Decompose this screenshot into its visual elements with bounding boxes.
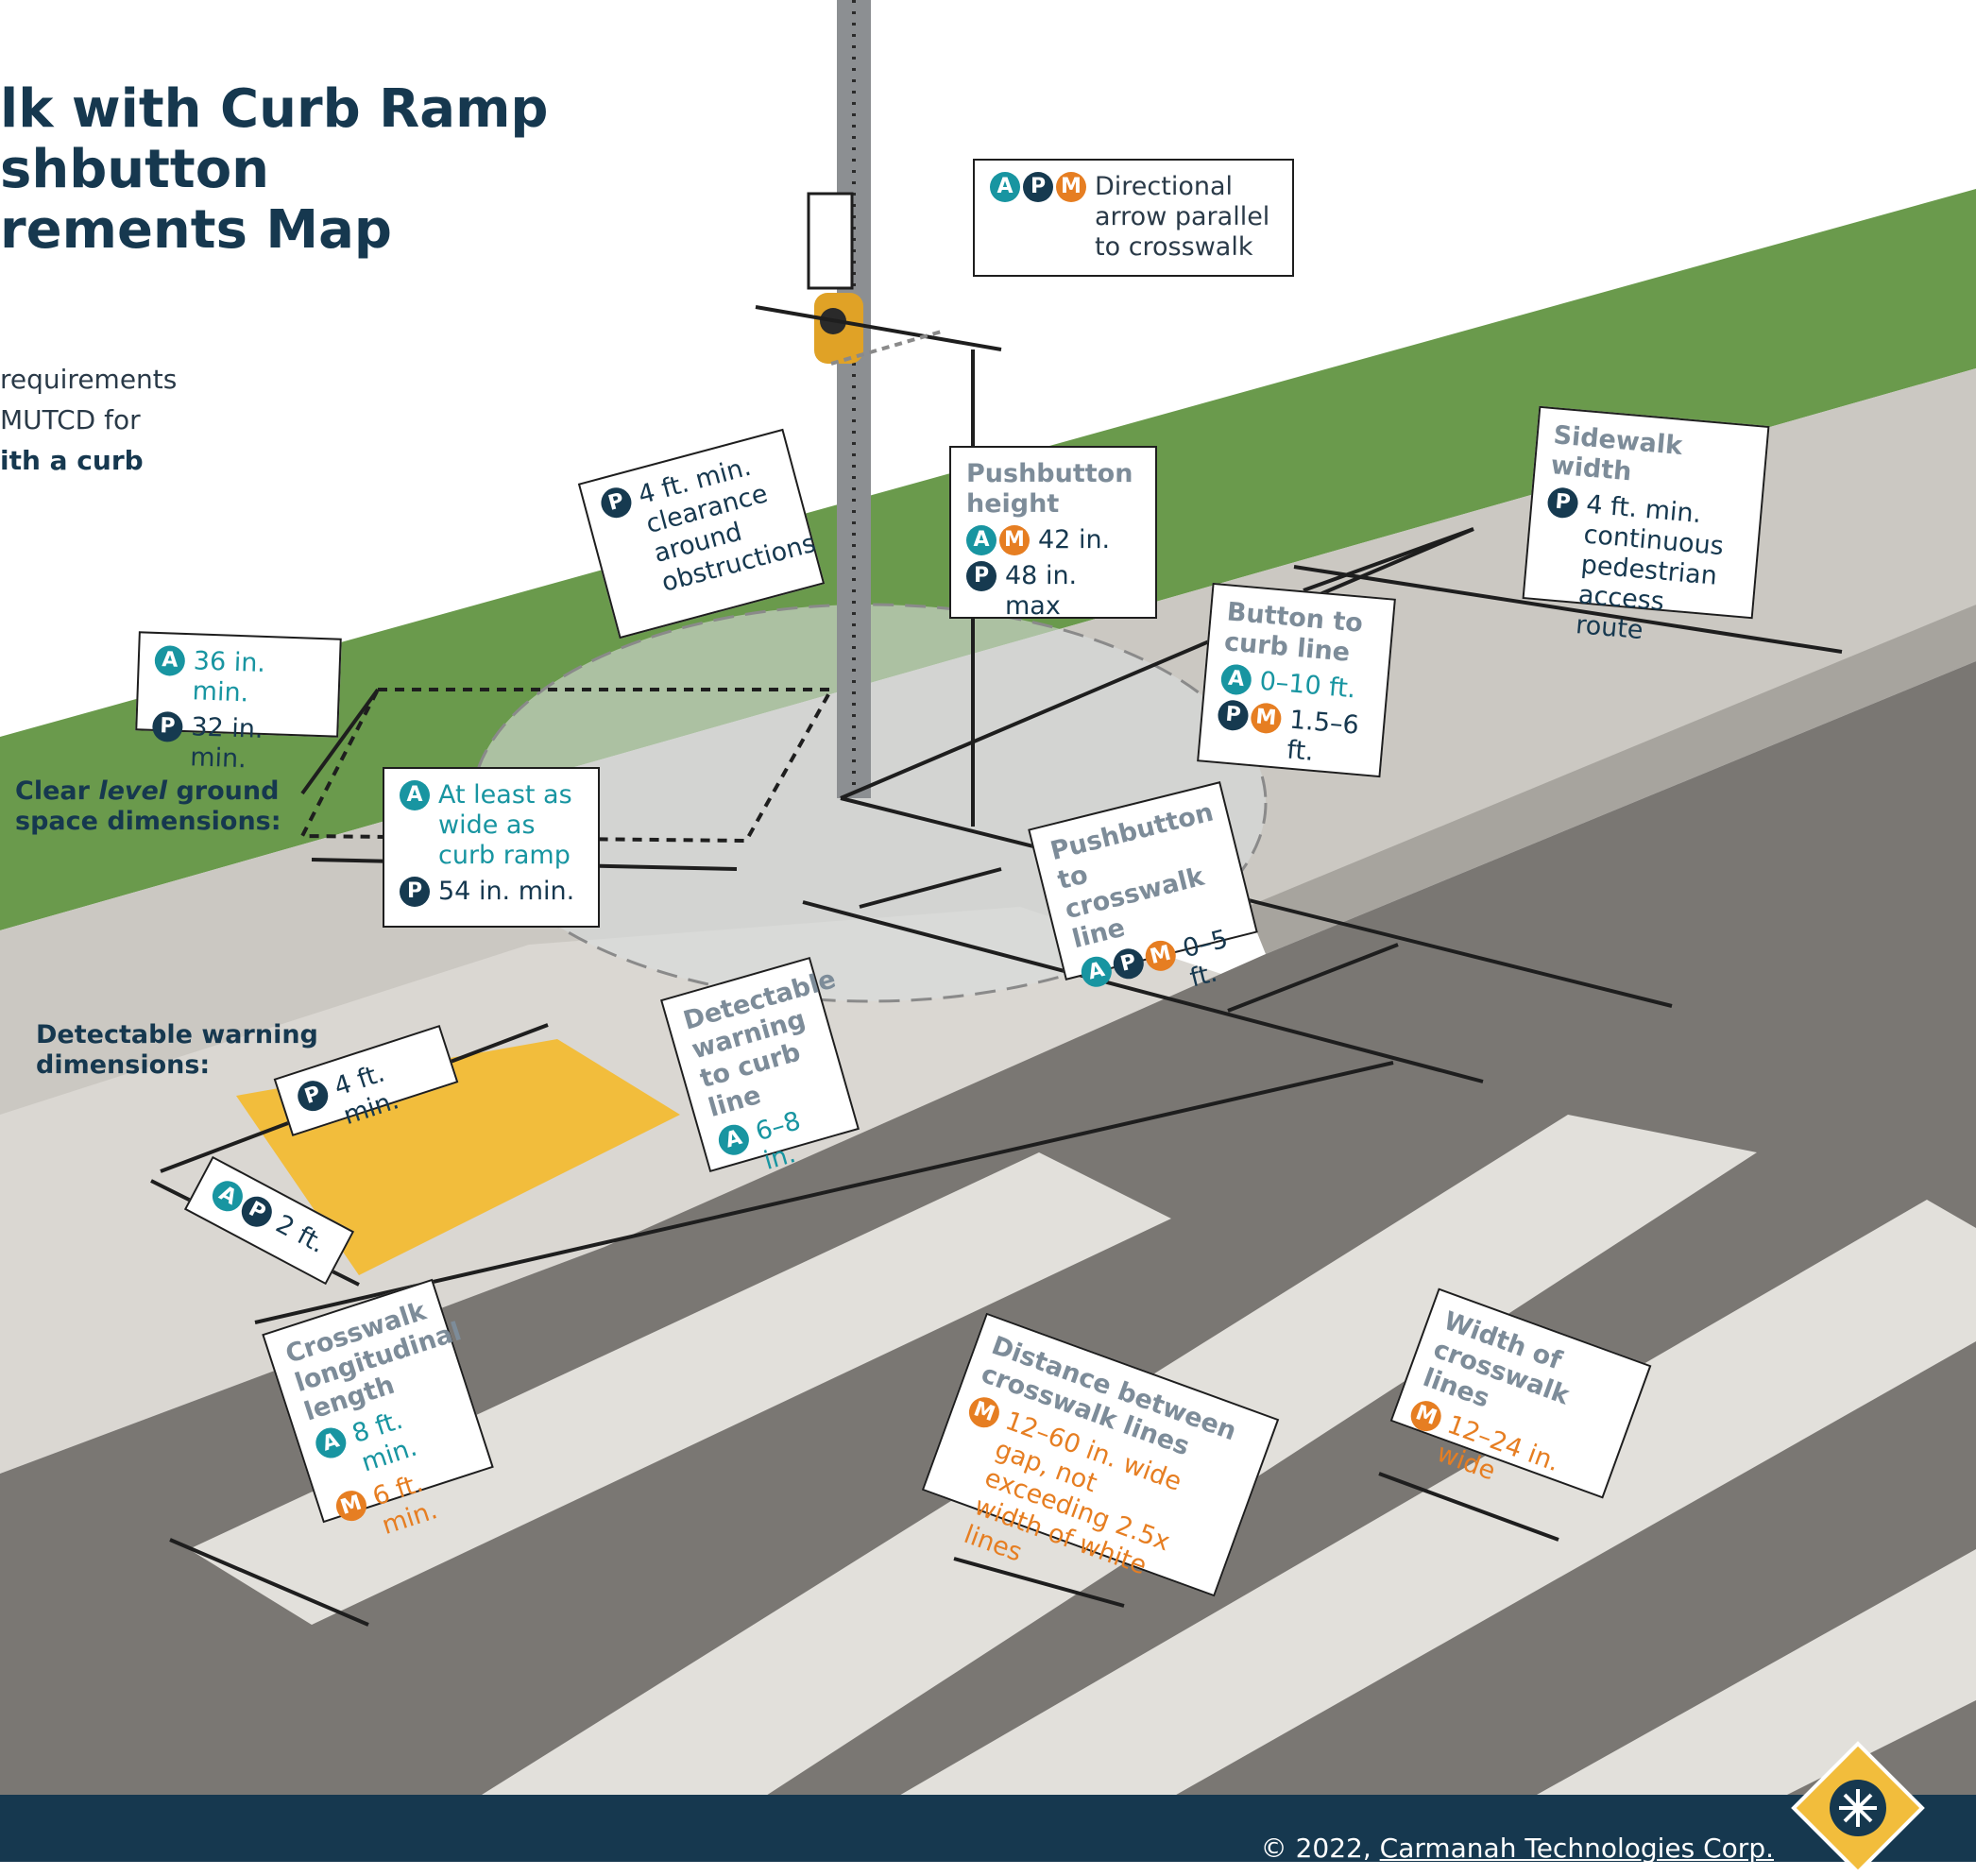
badge-prowag: P [966, 561, 997, 591]
detectable-warning-label: Detectable warning dimensions: [36, 1020, 318, 1081]
dw-depth-ap: 2 ft. [270, 1209, 331, 1260]
badge-mutcd: M [1250, 702, 1283, 735]
crosswalk-stripe [803, 1200, 1976, 1862]
badge-prowag: P [1217, 698, 1250, 732]
company-link[interactable]: Carmanah Technologies Corp. [1379, 1833, 1774, 1864]
clear-ground-text1: Clear [15, 776, 99, 806]
footer-bar [0, 1795, 1976, 1862]
button-curb-a: 0–10 ft. [1258, 666, 1357, 705]
badge-prowag: P [294, 1077, 332, 1116]
intro-line-3: ith a curb [0, 445, 144, 476]
badge-mutcd: M [1406, 1396, 1446, 1436]
ramp-width-p: 54 in. min. [438, 877, 575, 906]
pushbutton-height-am: 42 in. [1038, 525, 1111, 554]
intro-line-2: MUTCD for [0, 404, 141, 435]
badge-ada: A [312, 1424, 350, 1462]
crosswalk-stripe [189, 1152, 1171, 1625]
detectable-label-line1: Detectable warning [36, 1020, 318, 1049]
card-ramp-width: A At least as wide as curb ramp P 54 in. m… [383, 767, 600, 928]
badge-prowag: P [1546, 486, 1579, 520]
button-curb-pm: 1.5–6 ft. [1286, 705, 1361, 767]
page-title: lk with Curb Ramp shbutton rements Map [0, 78, 549, 261]
copyright: © 2022, Carmanah Technologies Corp. [1261, 1833, 1774, 1864]
crosswalk-stripe [1417, 1549, 1976, 1862]
badge-mutcd: M [964, 1392, 1004, 1432]
badge-prowag: P [400, 877, 430, 907]
badge-prowag: P [597, 484, 636, 521]
pole-sign [807, 192, 854, 290]
badge-prowag: P [1110, 945, 1148, 982]
dw-curb-heading: Detectable warning to curb line [680, 964, 840, 1123]
pushbutton-height-p: 48 in. max [1005, 561, 1078, 621]
curb-face [1247, 605, 1976, 954]
badge-mutcd: M [1142, 937, 1180, 975]
badge-ada: A [154, 644, 186, 676]
clear-space-a: 36 in. min. [192, 646, 266, 708]
badge-ada: A [1078, 953, 1116, 991]
badge-ada: A [400, 780, 430, 810]
clear-ground-text2: ground [167, 776, 280, 806]
clear-ground-label: Clear level ground space dimensions: [15, 776, 281, 837]
carmanah-logo-icon [1791, 1741, 1925, 1875]
copyright-text: © 2022, [1260, 1833, 1380, 1864]
detectable-label-line2: dimensions: [36, 1050, 211, 1080]
sidewalk-width-heading: Sidewalk width [1549, 420, 1684, 487]
button-curb-heading: Button to curb line [1222, 597, 1365, 668]
badge-ada: A [990, 172, 1020, 202]
intro-line-1: requirements [0, 364, 178, 395]
clearance-text: 4 ft. min. clearance around obstructions [635, 452, 819, 598]
clear-ground-box [298, 688, 835, 844]
pushbutton-height-heading: Pushbutton height [966, 459, 1133, 519]
ramp-width-a: At least as wide as curb ramp [438, 780, 572, 870]
badge-prowag: P [151, 710, 183, 742]
badge-ada: A [1219, 663, 1253, 696]
clear-space-p: 32 in. min. [189, 712, 264, 775]
intro-text: requirements MUTCD for ith a curb [0, 359, 177, 481]
badge-mutcd: M [1056, 172, 1086, 202]
clear-ground-emph: level [98, 776, 168, 806]
badge-ada: A [966, 525, 997, 555]
badge-prowag: P [1023, 172, 1053, 202]
directional-text: Directional arrow parallel to crosswalk [1095, 172, 1270, 262]
badge-ada: A [715, 1120, 753, 1159]
clear-ground-line2: space dimensions: [15, 807, 281, 836]
sidewalk-width-text: 4 ft. min. continuous pedestrian access … [1574, 489, 1725, 646]
badge-mutcd: M [999, 525, 1030, 555]
